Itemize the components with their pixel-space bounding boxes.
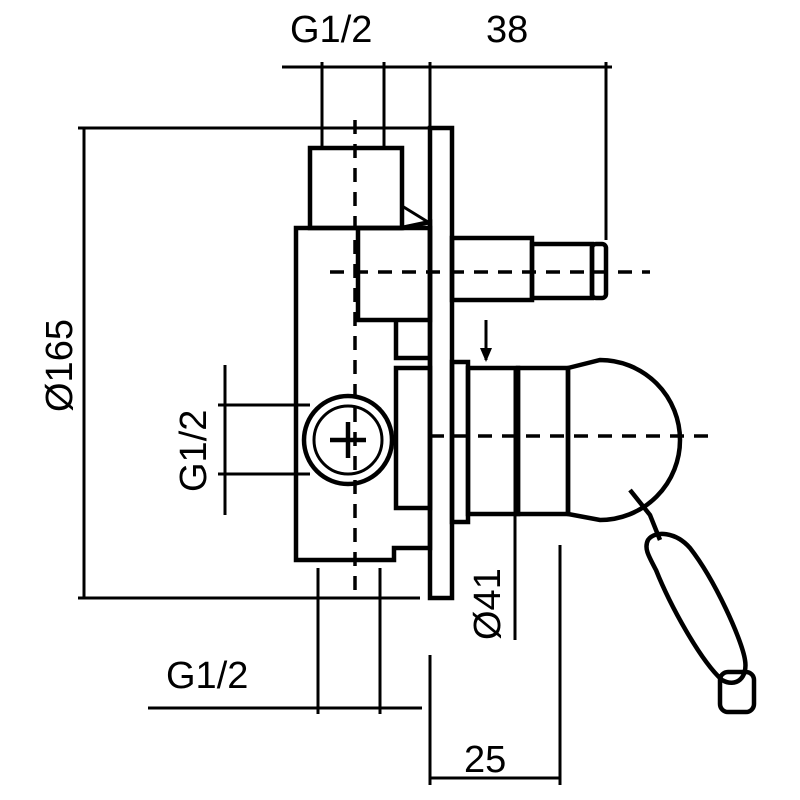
- chamfer-line: [401, 204, 429, 224]
- handle-sleeve: [465, 365, 521, 517]
- spout-stem: [449, 235, 535, 303]
- lever-grip: [644, 531, 748, 686]
- mixer-body: [293, 125, 455, 601]
- handle-collar: [515, 365, 571, 517]
- outer-diameter-label: Ø165: [39, 319, 81, 412]
- handle-flange: [449, 359, 471, 525]
- top-thread-label: G1/2: [290, 9, 372, 51]
- lever-end-cap: [717, 669, 757, 715]
- cover-plate: [427, 125, 455, 601]
- top-depth-label: 38: [486, 9, 528, 51]
- left-inlet: [301, 393, 395, 487]
- handle-assembly: [449, 357, 757, 715]
- outlet-block: [355, 225, 433, 323]
- dimension-labels: G1/2 38 G1/2 25 Ø165 G1/2 Ø41: [39, 9, 528, 781]
- bottom-thread-label: G1/2: [166, 655, 248, 697]
- bottom-depth-value: 25: [464, 739, 506, 781]
- outlet-step: [393, 320, 430, 361]
- dimension-lines: [78, 62, 612, 785]
- handle-dome: [565, 357, 683, 523]
- center-lines: [330, 120, 712, 590]
- inlet-inner-ring: [312, 404, 384, 476]
- lever-neck: [628, 488, 663, 541]
- inlet-outer-ring: [301, 393, 395, 487]
- lower-connector: [393, 365, 433, 511]
- diverter-spout: [449, 235, 609, 303]
- handle-diameter-label: Ø41: [467, 568, 509, 640]
- left-thread-label: G1/2: [173, 410, 215, 492]
- handle-diameter-arrow: [480, 348, 492, 362]
